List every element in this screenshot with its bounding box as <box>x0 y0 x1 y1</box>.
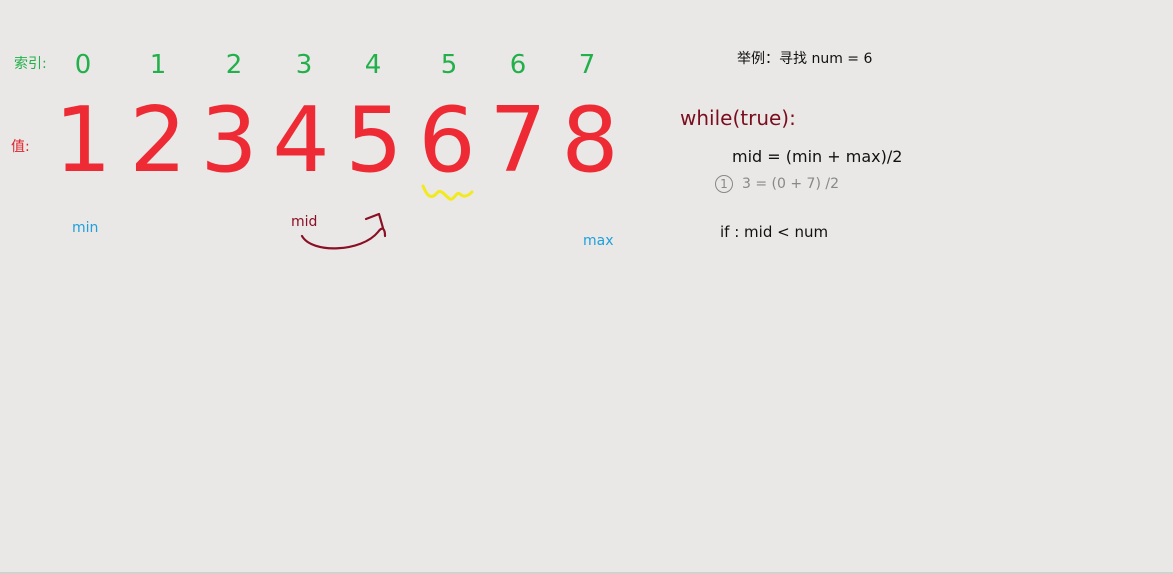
value-6: 7 <box>489 88 547 193</box>
value-0: 1 <box>54 88 112 193</box>
value-1: 2 <box>129 88 187 193</box>
mid-pointer-label: mid <box>291 214 318 230</box>
min-pointer-label: min <box>72 220 99 236</box>
value-7: 8 <box>561 88 619 193</box>
mid-formula-line: mid = (min + max)/2 <box>732 147 903 166</box>
index-2: 2 <box>225 50 243 80</box>
value-5: 6 <box>418 88 476 193</box>
index-row-label: 索引: <box>14 56 47 72</box>
step-1-text: 3 = (0 + 7) /2 <box>742 176 839 192</box>
max-pointer-label: max <box>583 233 614 249</box>
index-1: 1 <box>149 50 167 80</box>
index-4: 4 <box>364 50 382 80</box>
value-2: 3 <box>200 88 258 193</box>
value-3: 4 <box>272 88 330 193</box>
index-5: 5 <box>440 50 458 80</box>
index-3: 3 <box>295 50 313 80</box>
index-0: 0 <box>74 50 92 80</box>
bottom-border <box>0 572 1173 574</box>
step-1-marker: 1 <box>715 175 733 193</box>
index-7: 7 <box>578 50 596 80</box>
mid-move-arrowhead <box>364 212 385 230</box>
value-row-label: 值: <box>11 139 30 155</box>
index-6: 6 <box>509 50 527 80</box>
while-loop-line: while(true): <box>680 106 796 130</box>
value-4: 5 <box>345 88 403 193</box>
if-condition-line: if : mid < num <box>720 223 829 241</box>
mid-move-arrow <box>300 227 387 250</box>
example-caption: 举例：寻找 num = 6 <box>737 51 873 67</box>
